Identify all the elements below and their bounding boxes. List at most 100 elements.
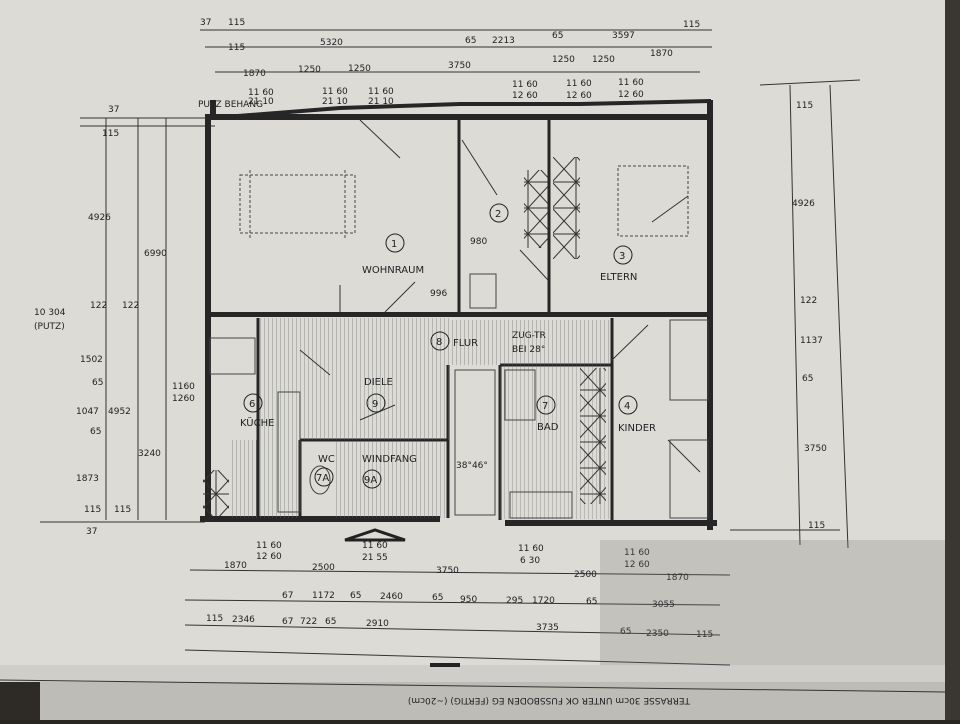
dim-win-a-2: 11 60 bbox=[368, 87, 394, 97]
dim-bot1-2: 3750 bbox=[436, 566, 459, 576]
room-4-name: KINDER bbox=[618, 423, 656, 434]
dim-win-d-2: 12 60 bbox=[618, 90, 644, 100]
dim-win-a-1: 11 60 bbox=[322, 87, 348, 97]
dim-top2-5: 3597 bbox=[612, 31, 635, 41]
room-7-name: BAD bbox=[537, 422, 559, 433]
right-shadow bbox=[945, 0, 960, 720]
dim-left-1160: 1160 bbox=[172, 382, 195, 392]
dim-left-122-a: 122 bbox=[90, 301, 107, 311]
note-bei: BEI 28° bbox=[512, 345, 545, 355]
photo-shadow bbox=[600, 540, 945, 665]
dim-left-bottom-1: 115 bbox=[114, 505, 131, 515]
room-3-name: ELTERN bbox=[600, 272, 637, 283]
room-2-number: 2 bbox=[495, 209, 501, 220]
dim-botwin-b-1: 21 55 bbox=[362, 553, 388, 563]
room-7-number: 7 bbox=[542, 401, 548, 412]
entrance-marker bbox=[344, 528, 406, 542]
wardrobe-kinder bbox=[580, 368, 606, 504]
note-putz: (PUTZ) bbox=[34, 322, 65, 332]
dim-bot3-8: 2350 bbox=[646, 629, 669, 639]
dim-win-b-0: 21 10 bbox=[248, 97, 274, 107]
dim-top1-a: 37 bbox=[200, 18, 211, 28]
dim-top3-0: 1870 bbox=[243, 69, 266, 79]
dim-inner-980: 980 bbox=[470, 237, 487, 247]
dim-bot3-9: 115 bbox=[696, 630, 713, 640]
dim-right-4: 65 bbox=[802, 374, 813, 384]
room-9-number: 9 bbox=[372, 399, 378, 410]
dim-win-d-0: 12 60 bbox=[512, 91, 538, 101]
dimension-lines bbox=[0, 29, 946, 693]
bottom-strip bbox=[40, 682, 945, 720]
dim-bot2-4: 65 bbox=[432, 593, 443, 603]
flur-floor-hatch bbox=[450, 320, 610, 365]
dim-bot3-0: 115 bbox=[206, 614, 223, 624]
dim-top2-0: 115 bbox=[228, 43, 245, 53]
dim-right-3: 1137 bbox=[800, 336, 823, 346]
dim-bot3-5: 2910 bbox=[366, 619, 389, 629]
dim-bot2-7: 1720 bbox=[532, 596, 555, 606]
dim-left-1260: 1260 bbox=[172, 394, 195, 404]
hall-floor-hatch bbox=[260, 318, 450, 440]
note-zugtr: ZUG-TR bbox=[512, 331, 546, 341]
dim-bot3-1: 2346 bbox=[232, 615, 255, 625]
scale-mark bbox=[430, 663, 460, 667]
dim-right-5: 3750 bbox=[804, 444, 827, 454]
room-3-number: 3 bbox=[619, 251, 625, 262]
dim-win-c-2: 11 60 bbox=[618, 78, 644, 88]
note-bottom: TERRASSE 30cm UNTER OK FUSSBODEN EG (FER… bbox=[408, 695, 691, 705]
dim-bot2-2: 65 bbox=[350, 591, 361, 601]
dim-left-bottom-0: 115 bbox=[84, 505, 101, 515]
note-stair-angle: 38°46° bbox=[456, 461, 488, 471]
room-7a-name: WC bbox=[318, 454, 335, 465]
dim-left-65b: 65 bbox=[90, 427, 101, 437]
dim-bot3-4: 65 bbox=[325, 617, 336, 627]
room-7a-number: 7A bbox=[316, 473, 329, 484]
room-1-number: 1 bbox=[391, 239, 397, 250]
dim-top3-3: 3750 bbox=[448, 61, 471, 71]
note-putzbehang: PUTZ BEHANG bbox=[198, 100, 263, 110]
dim-top3-1: 1250 bbox=[298, 65, 321, 75]
dim-right-6: 115 bbox=[808, 521, 825, 531]
dim-top2-3: 2213 bbox=[492, 36, 515, 46]
dim-inner-996: 996 bbox=[430, 289, 447, 299]
dim-left-6990: 6990 bbox=[144, 249, 167, 259]
dim-bot3-3: 722 bbox=[300, 617, 317, 627]
kitchen-floor-hatch bbox=[230, 440, 300, 518]
dim-win-b-1: 21 10 bbox=[322, 97, 348, 107]
room-1-name: WOHNRAUM bbox=[362, 265, 424, 276]
room-9a-number: 9A bbox=[364, 475, 377, 486]
furniture bbox=[209, 165, 709, 519]
dim-bot2-0: 67 bbox=[282, 591, 293, 601]
dim-bot1-4: 1870 bbox=[666, 573, 689, 583]
dim-left-4952: 4952 bbox=[108, 407, 131, 417]
dim-win-c-1: 11 60 bbox=[566, 79, 592, 89]
dim-right-2: 122 bbox=[800, 296, 817, 306]
room-9-name: DIELE bbox=[364, 377, 393, 388]
dim-bot1-0: 1870 bbox=[224, 561, 247, 571]
dim-top3-5: 1250 bbox=[592, 55, 615, 65]
dim-bot1-1: 2500 bbox=[312, 563, 335, 573]
dim-botwin-a-0: 11 60 bbox=[256, 541, 282, 551]
dim-left-3240: 3240 bbox=[138, 449, 161, 459]
dim-top2-2: 65 bbox=[465, 36, 476, 46]
dim-left-small-0: 37 bbox=[108, 105, 119, 115]
dim-left-122-b: 122 bbox=[122, 301, 139, 311]
dim-botwin-b-2: 6 30 bbox=[520, 556, 540, 566]
dim-left-10304: 10 304 bbox=[34, 308, 66, 318]
dim-bot3-7: 65 bbox=[620, 627, 631, 637]
dim-botwin-b-0: 12 60 bbox=[256, 552, 282, 562]
dim-bot2-5: 950 bbox=[460, 595, 477, 605]
bottom-dark bbox=[0, 682, 40, 720]
room-9a-name: WINDFANG bbox=[362, 454, 417, 465]
dim-top1-b: 115 bbox=[228, 18, 245, 28]
dim-top2-right: 1870 bbox=[650, 49, 673, 59]
roof-edge bbox=[211, 99, 712, 120]
dim-top2-6: 115 bbox=[683, 20, 700, 30]
dim-bot3-6: 3735 bbox=[536, 623, 559, 633]
dim-botwin-a-1: 11 60 bbox=[362, 541, 388, 551]
windfang-floor-hatch bbox=[335, 442, 445, 518]
dim-left-bottom-2: 37 bbox=[86, 527, 97, 537]
dim-bot2-9: 3055 bbox=[652, 600, 675, 610]
